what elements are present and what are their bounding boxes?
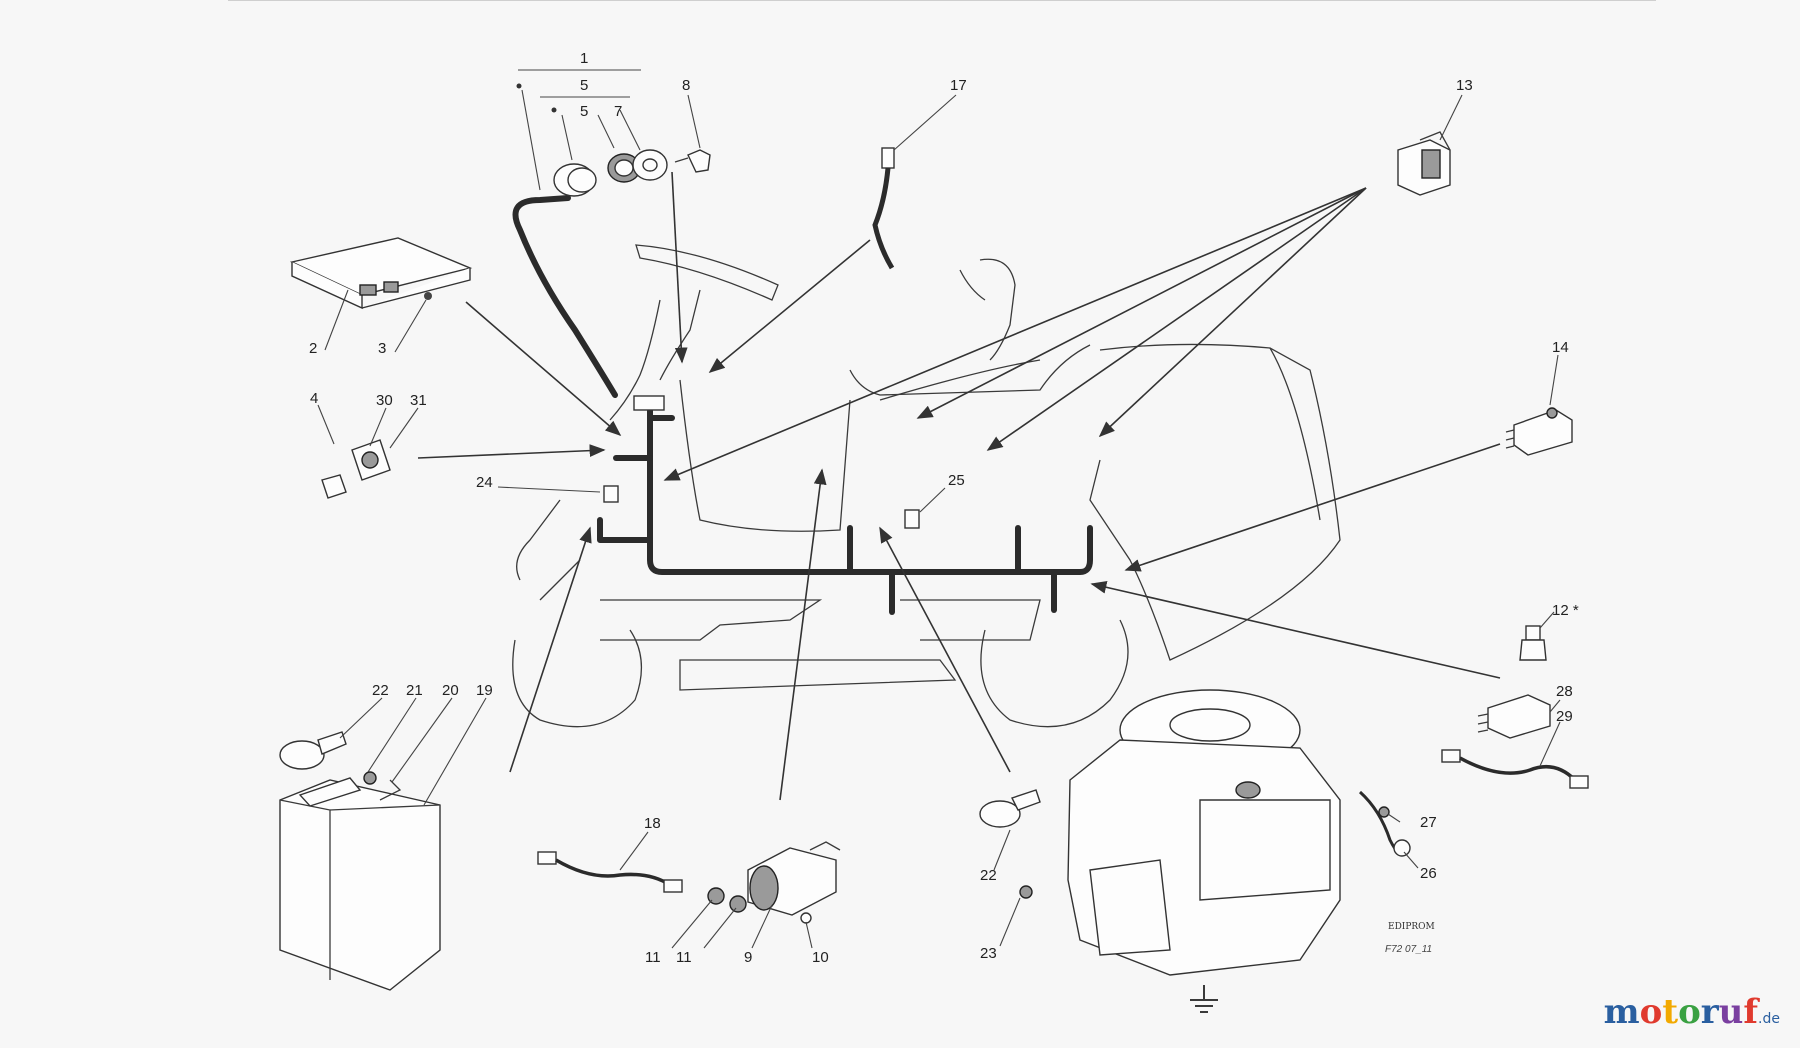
callout-11-right: 11 bbox=[676, 949, 692, 966]
watermark-domain: .de bbox=[1758, 1011, 1780, 1027]
callout-21: 21 bbox=[406, 682, 423, 699]
callout-29: 29 bbox=[1556, 708, 1573, 725]
callout-5-group: 5 bbox=[580, 77, 588, 94]
callout-22-bottom: 22 bbox=[980, 867, 997, 884]
callout-14: 14 bbox=[1552, 339, 1569, 356]
callout-3: 3 bbox=[378, 340, 386, 357]
terminal-cap-22a bbox=[279, 731, 347, 770]
watermark-text: motoruf bbox=[1603, 992, 1759, 1032]
ignition-key bbox=[674, 149, 711, 173]
callout-19: 19 bbox=[476, 682, 493, 699]
callout-10: 10 bbox=[812, 949, 829, 966]
engine bbox=[1067, 689, 1341, 1013]
relay-unit bbox=[321, 439, 391, 499]
callout-30: 30 bbox=[376, 392, 393, 409]
cable-18 bbox=[537, 851, 683, 893]
callout-20: 20 bbox=[442, 682, 459, 699]
callout-18: 18 bbox=[644, 815, 661, 832]
seat-sensor-cable bbox=[872, 147, 895, 270]
callout-25: 25 bbox=[948, 472, 965, 489]
callout-27: 27 bbox=[1420, 814, 1437, 831]
publisher-mark: EDIPROM bbox=[1388, 922, 1435, 932]
callout-1: 1 bbox=[580, 50, 588, 67]
callout-23: 23 bbox=[980, 945, 997, 962]
callout-4: 4 bbox=[310, 390, 318, 407]
callout-24: 24 bbox=[476, 474, 493, 491]
seat-switch bbox=[1397, 131, 1451, 196]
callout-labels: 1 5 5 7 8 17 13 2 3 4 30 31 24 25 14 12 … bbox=[309, 50, 1579, 966]
connector-24 bbox=[603, 485, 619, 503]
battery bbox=[279, 777, 441, 991]
harness-connector-top bbox=[633, 395, 665, 411]
callout-8: 8 bbox=[682, 77, 690, 94]
callout-26: 26 bbox=[1420, 865, 1437, 882]
callout-2: 2 bbox=[309, 340, 317, 357]
location-arrows bbox=[417, 171, 1501, 801]
fitting-12 bbox=[1519, 625, 1547, 661]
callout-13: 13 bbox=[1456, 77, 1473, 94]
starter-solenoid bbox=[747, 841, 841, 916]
callout-28: 28 bbox=[1556, 683, 1573, 700]
relay-28 bbox=[1477, 694, 1551, 739]
wiring-harness bbox=[512, 195, 1093, 615]
mower-silhouette bbox=[512, 244, 1341, 728]
clip-25 bbox=[904, 509, 920, 529]
callout-7: 7 bbox=[614, 103, 622, 120]
callout-22-top: 22 bbox=[372, 682, 389, 699]
cable-29 bbox=[1441, 749, 1589, 789]
circuit-board bbox=[289, 237, 473, 310]
relay-14 bbox=[1505, 407, 1573, 456]
callout-5: 5 bbox=[580, 103, 588, 120]
terminal-cap-22b bbox=[979, 789, 1041, 828]
ignition-switch bbox=[553, 149, 668, 197]
drawing-code: F72 07_11 bbox=[1385, 944, 1433, 955]
callout-17: 17 bbox=[950, 77, 967, 94]
callout-31: 31 bbox=[410, 392, 427, 409]
callout-9: 9 bbox=[744, 949, 752, 966]
ground-cable-26 bbox=[1358, 790, 1411, 857]
callout-12: 12 * bbox=[1552, 602, 1579, 619]
top-rule bbox=[228, 0, 1656, 1]
callout-11-left: 11 bbox=[645, 949, 661, 966]
watermark-logo: motoruf.de bbox=[1604, 992, 1780, 1032]
